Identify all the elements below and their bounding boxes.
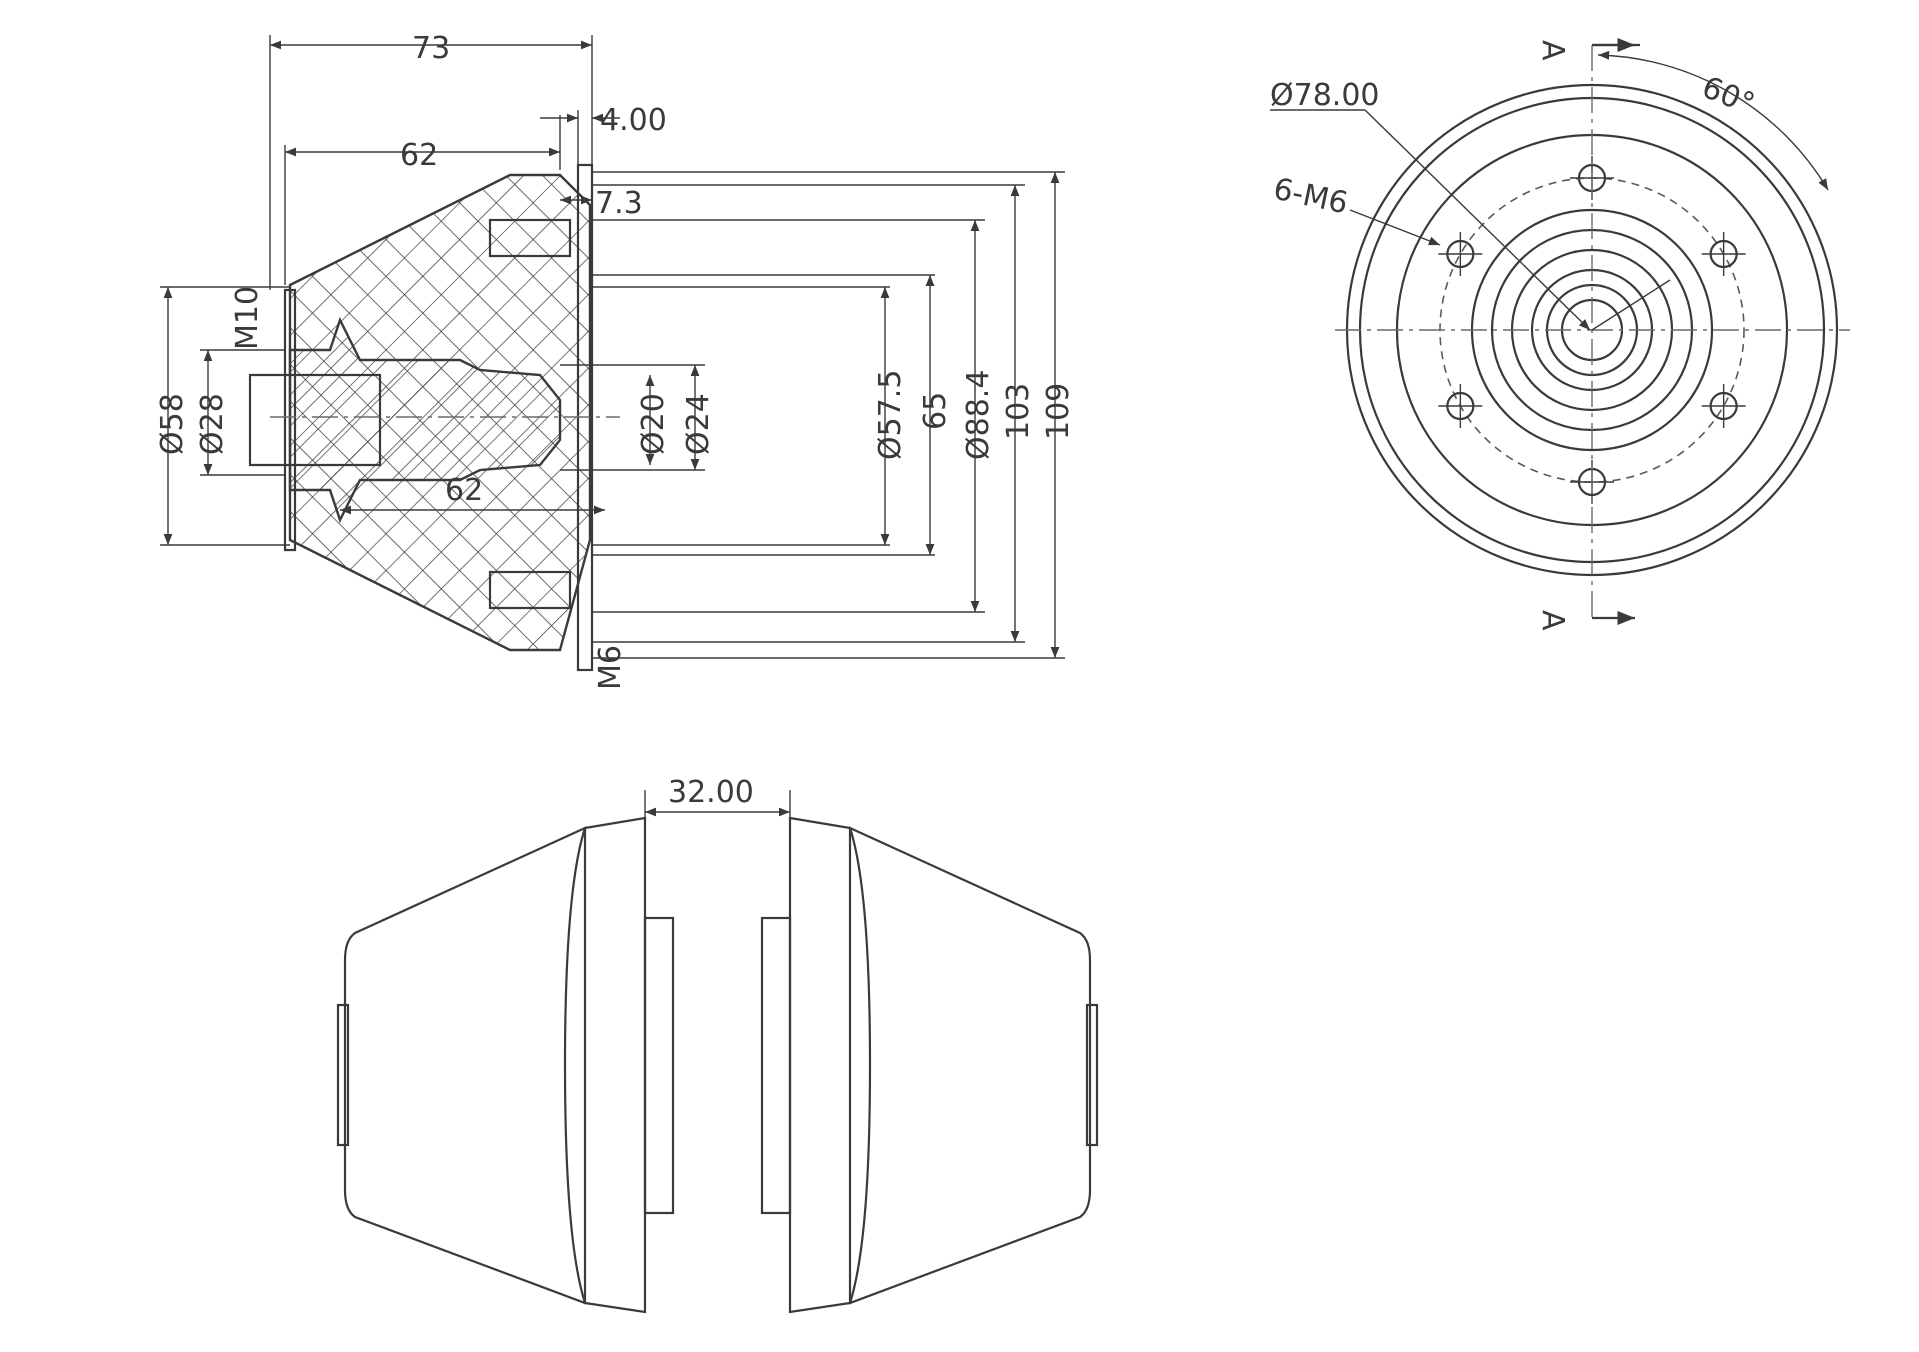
section-mark-a-bottom: A	[1535, 610, 1570, 631]
dim-20: Ø20	[636, 393, 671, 455]
left-disc	[563, 816, 647, 1314]
right-disc	[788, 816, 872, 1314]
angle-arc	[1597, 50, 1829, 191]
dim-65: 65	[918, 392, 953, 430]
dim-109: 109	[1041, 383, 1076, 440]
dim-103: 103	[1001, 383, 1036, 440]
dim-88-4: Ø88.4	[961, 370, 996, 460]
end-view: A A 60° Ø78.00 6-M6	[1270, 37, 1850, 631]
left-plate	[643, 916, 675, 1215]
left-cone	[343, 826, 587, 1305]
dim-58: Ø58	[155, 393, 190, 455]
dim-62-inner: 62	[445, 473, 483, 508]
m6-insert-bottom	[488, 570, 572, 610]
label-m6: M6	[593, 645, 628, 690]
center-bore	[248, 373, 382, 467]
dim-62-top: 62	[400, 138, 438, 173]
side-view: 32.00	[336, 775, 1099, 1314]
left-stud	[283, 288, 297, 552]
right-plate	[760, 916, 792, 1215]
dim-32: 32.00	[668, 775, 754, 810]
label-m10: M10	[230, 286, 265, 350]
leader-dia78-arrow	[1364, 109, 1591, 331]
leader-holes-arrow	[1349, 209, 1441, 246]
dim-28: Ø28	[195, 393, 230, 455]
dim-4: 4.00	[600, 103, 667, 138]
dim-7-3: 7.3	[595, 186, 643, 221]
holes-label: 6-M6	[1270, 172, 1351, 222]
m6-insert-top	[488, 218, 572, 258]
radius-line	[1591, 279, 1671, 331]
dim-73: 73	[412, 31, 450, 66]
right-stud	[1085, 1003, 1099, 1147]
left-stud	[336, 1003, 350, 1147]
dim-57-5: Ø57.5	[873, 370, 908, 460]
metal-insert	[288, 316, 562, 524]
right-cone	[848, 826, 1092, 1305]
section-mark-a-top: A	[1535, 40, 1570, 61]
bolt-circle-label: Ø78.00	[1270, 78, 1380, 113]
section-view: 73 62 4.00 7.3 62 M10 M6 Ø58 Ø28 Ø20 Ø24…	[155, 31, 1076, 690]
dim-24: Ø24	[681, 393, 716, 455]
